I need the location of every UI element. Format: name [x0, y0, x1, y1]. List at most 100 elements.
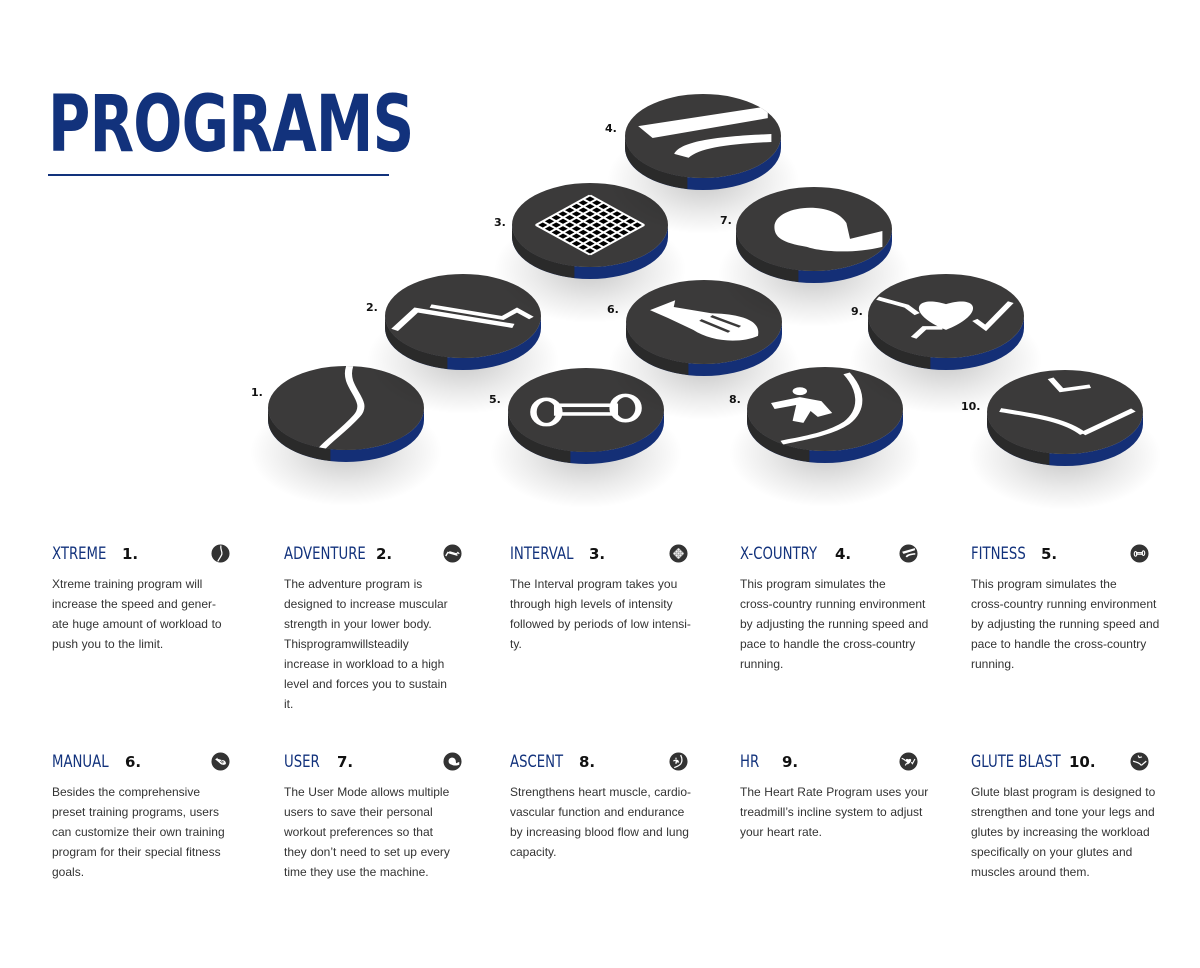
description-line: The adventure program is: [284, 577, 423, 591]
program-description: This program simulates the cross-country …: [971, 574, 1161, 674]
description-line: Besides the comprehensive: [52, 785, 201, 799]
description-line: The User Mode allows multiple: [284, 785, 450, 799]
disc-number: 1.: [251, 386, 263, 399]
description-line: The Heart Rate Program uses your: [740, 785, 929, 799]
curve-line-icon: [211, 544, 230, 563]
program-number: 7.: [337, 753, 354, 771]
disc-edge-dark: [385, 316, 448, 369]
disc-number: 9.: [851, 305, 863, 318]
program-name: ADVENTURE: [284, 544, 366, 564]
hand-pointer-icon: [211, 752, 230, 771]
description-line: Strengthens heart muscle, cardio-: [510, 785, 691, 799]
description-line: by adjusting the running speed and: [971, 617, 1160, 631]
program-name: FITNESS: [971, 544, 1026, 564]
description-line: push you to the limit.: [52, 637, 164, 651]
description-line: through high levels of intensity: [510, 597, 673, 611]
description-line: program for their special fitness: [52, 845, 221, 859]
disc-edge-dark: [747, 409, 810, 462]
disc-edge-dark: [626, 322, 689, 375]
dumbbell-icon: [530, 393, 642, 427]
disc-edge-dark: [987, 412, 1050, 465]
program-name: GLUTE BLAST: [971, 752, 1061, 772]
disc-edge-dark: [268, 408, 331, 461]
program-name: X-COUNTRY: [740, 544, 818, 564]
description-line: cross-country running environment: [971, 597, 1157, 611]
description-line: pace to handle the cross-country: [740, 637, 916, 651]
page-title: PROGRAMS: [48, 80, 414, 170]
user-head-icon: [774, 207, 883, 252]
program-card: INTERVAL 3. The Interval program takes you…: [510, 544, 700, 654]
program-card-header: GLUTE BLAST 10.: [971, 752, 1161, 772]
program-name: INTERVAL: [510, 544, 574, 564]
program-name: MANUAL: [52, 752, 109, 772]
user-head-icon: [443, 752, 462, 771]
program-card-header: FITNESS 5.: [971, 544, 1161, 564]
program-disc-6: 6.: [607, 280, 800, 420]
program-number: 8.: [579, 753, 596, 771]
curve-line-icon: [317, 366, 365, 450]
cross-country-icon: [899, 544, 918, 563]
disc-number: 10.: [961, 400, 981, 413]
disc-number: 8.: [729, 393, 741, 406]
description-line: your heart rate.: [740, 825, 822, 839]
description-line: specifically on your glutes and: [971, 845, 1133, 859]
description-line: by increasing blood flow and lung: [510, 825, 689, 839]
program-disc-4: 4.: [605, 94, 799, 234]
description-line: running.: [740, 657, 784, 671]
program-card-header: INTERVAL 3.: [510, 544, 700, 564]
description-line: it.: [284, 697, 294, 711]
description-line: Glute blast program is designed to: [971, 785, 1156, 799]
description-line: designed to increase muscular: [284, 597, 448, 611]
description-line: strengthen and tone your legs and: [971, 805, 1155, 819]
description-line: running.: [971, 657, 1015, 671]
program-number: 10.: [1069, 753, 1096, 771]
disc-number: 7.: [720, 214, 732, 227]
description-line: This program simulates the: [971, 577, 1117, 591]
description-line: Xtreme training program will: [52, 577, 203, 591]
description-line: time they use the machine.: [284, 865, 429, 879]
description-line: This program simulates the: [740, 577, 886, 591]
description-line: capacity.: [510, 845, 557, 859]
program-disc-1: 1.: [250, 366, 442, 506]
grid-interval-icon: [534, 194, 646, 256]
program-name: XTREME: [52, 544, 107, 564]
disc-number: 6.: [607, 303, 619, 316]
description-line: strength in your lower body.: [284, 617, 432, 631]
cross-country-icon: [638, 106, 772, 158]
program-number: 3.: [589, 545, 606, 563]
description-line: level and forces you to sustain: [284, 677, 447, 691]
dumbbell-icon: [1130, 544, 1149, 563]
description-line: they don’t need to set up every: [284, 845, 450, 859]
description-line: The Interval program takes you: [510, 577, 678, 591]
program-disc-10: 10.: [961, 370, 1161, 510]
description-line: can customize their own training: [52, 825, 225, 839]
program-disc-3: 3.: [494, 183, 686, 323]
description-line: ty.: [510, 637, 522, 651]
description-line: increase the speed and gener-: [52, 597, 216, 611]
program-number: 9.: [782, 753, 799, 771]
description-line: by adjusting the running speed and: [740, 617, 929, 631]
program-card: FITNESS 5. This program simulates the cross…: [971, 544, 1161, 674]
disc-number: 4.: [605, 122, 617, 135]
hand-pointer-icon: [650, 300, 759, 341]
runner-hill-icon: [771, 372, 863, 445]
disc-top: [987, 370, 1143, 454]
description-line: Thisprogramwillsteadily: [284, 637, 409, 651]
program-number: 5.: [1041, 545, 1058, 563]
disc-edge-dark: [736, 229, 799, 282]
